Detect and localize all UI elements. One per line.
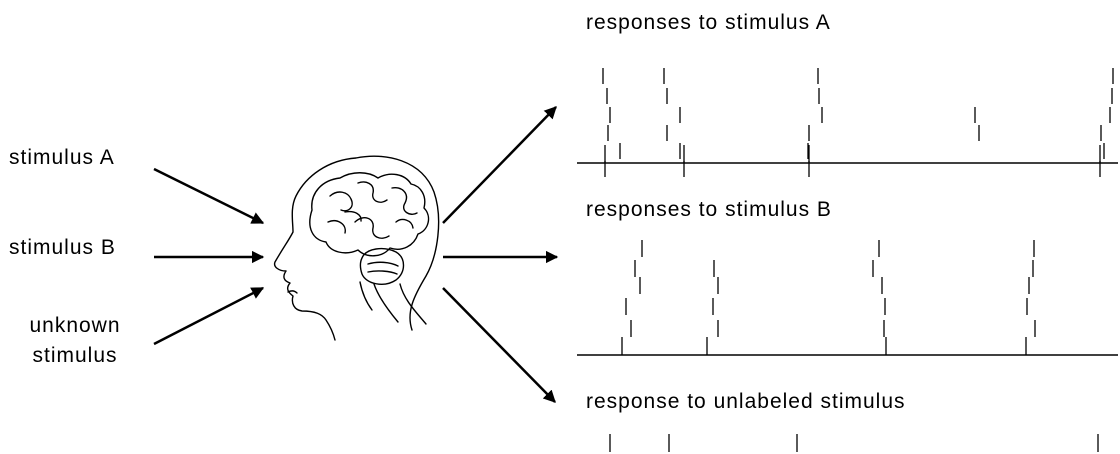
label-stimulus-b: stimulus B — [9, 236, 116, 259]
output-arrows — [442, 106, 559, 403]
arrow-icon — [153, 167, 265, 225]
human-head-brain-icon — [273, 155, 440, 341]
label-unknown-stimulus: unknown stimulus — [14, 311, 136, 371]
panel-title-b: responses to stimulus B — [586, 198, 832, 221]
label-unknown-line2: stimulus — [32, 344, 118, 367]
label-unknown-line1: unknown — [29, 314, 121, 337]
panel-title-a: responses to stimulus A — [586, 11, 831, 34]
panel-axes — [577, 162, 1118, 356]
input-arrows — [153, 167, 265, 346]
spike-trains — [602, 68, 1114, 452]
arrow-icon — [442, 287, 556, 403]
panel-title-unlabeled: response to unlabeled stimulus — [586, 390, 906, 413]
arrow-icon — [442, 106, 557, 224]
label-stimulus-a: stimulus A — [9, 146, 115, 169]
arrow-icon — [153, 286, 265, 346]
